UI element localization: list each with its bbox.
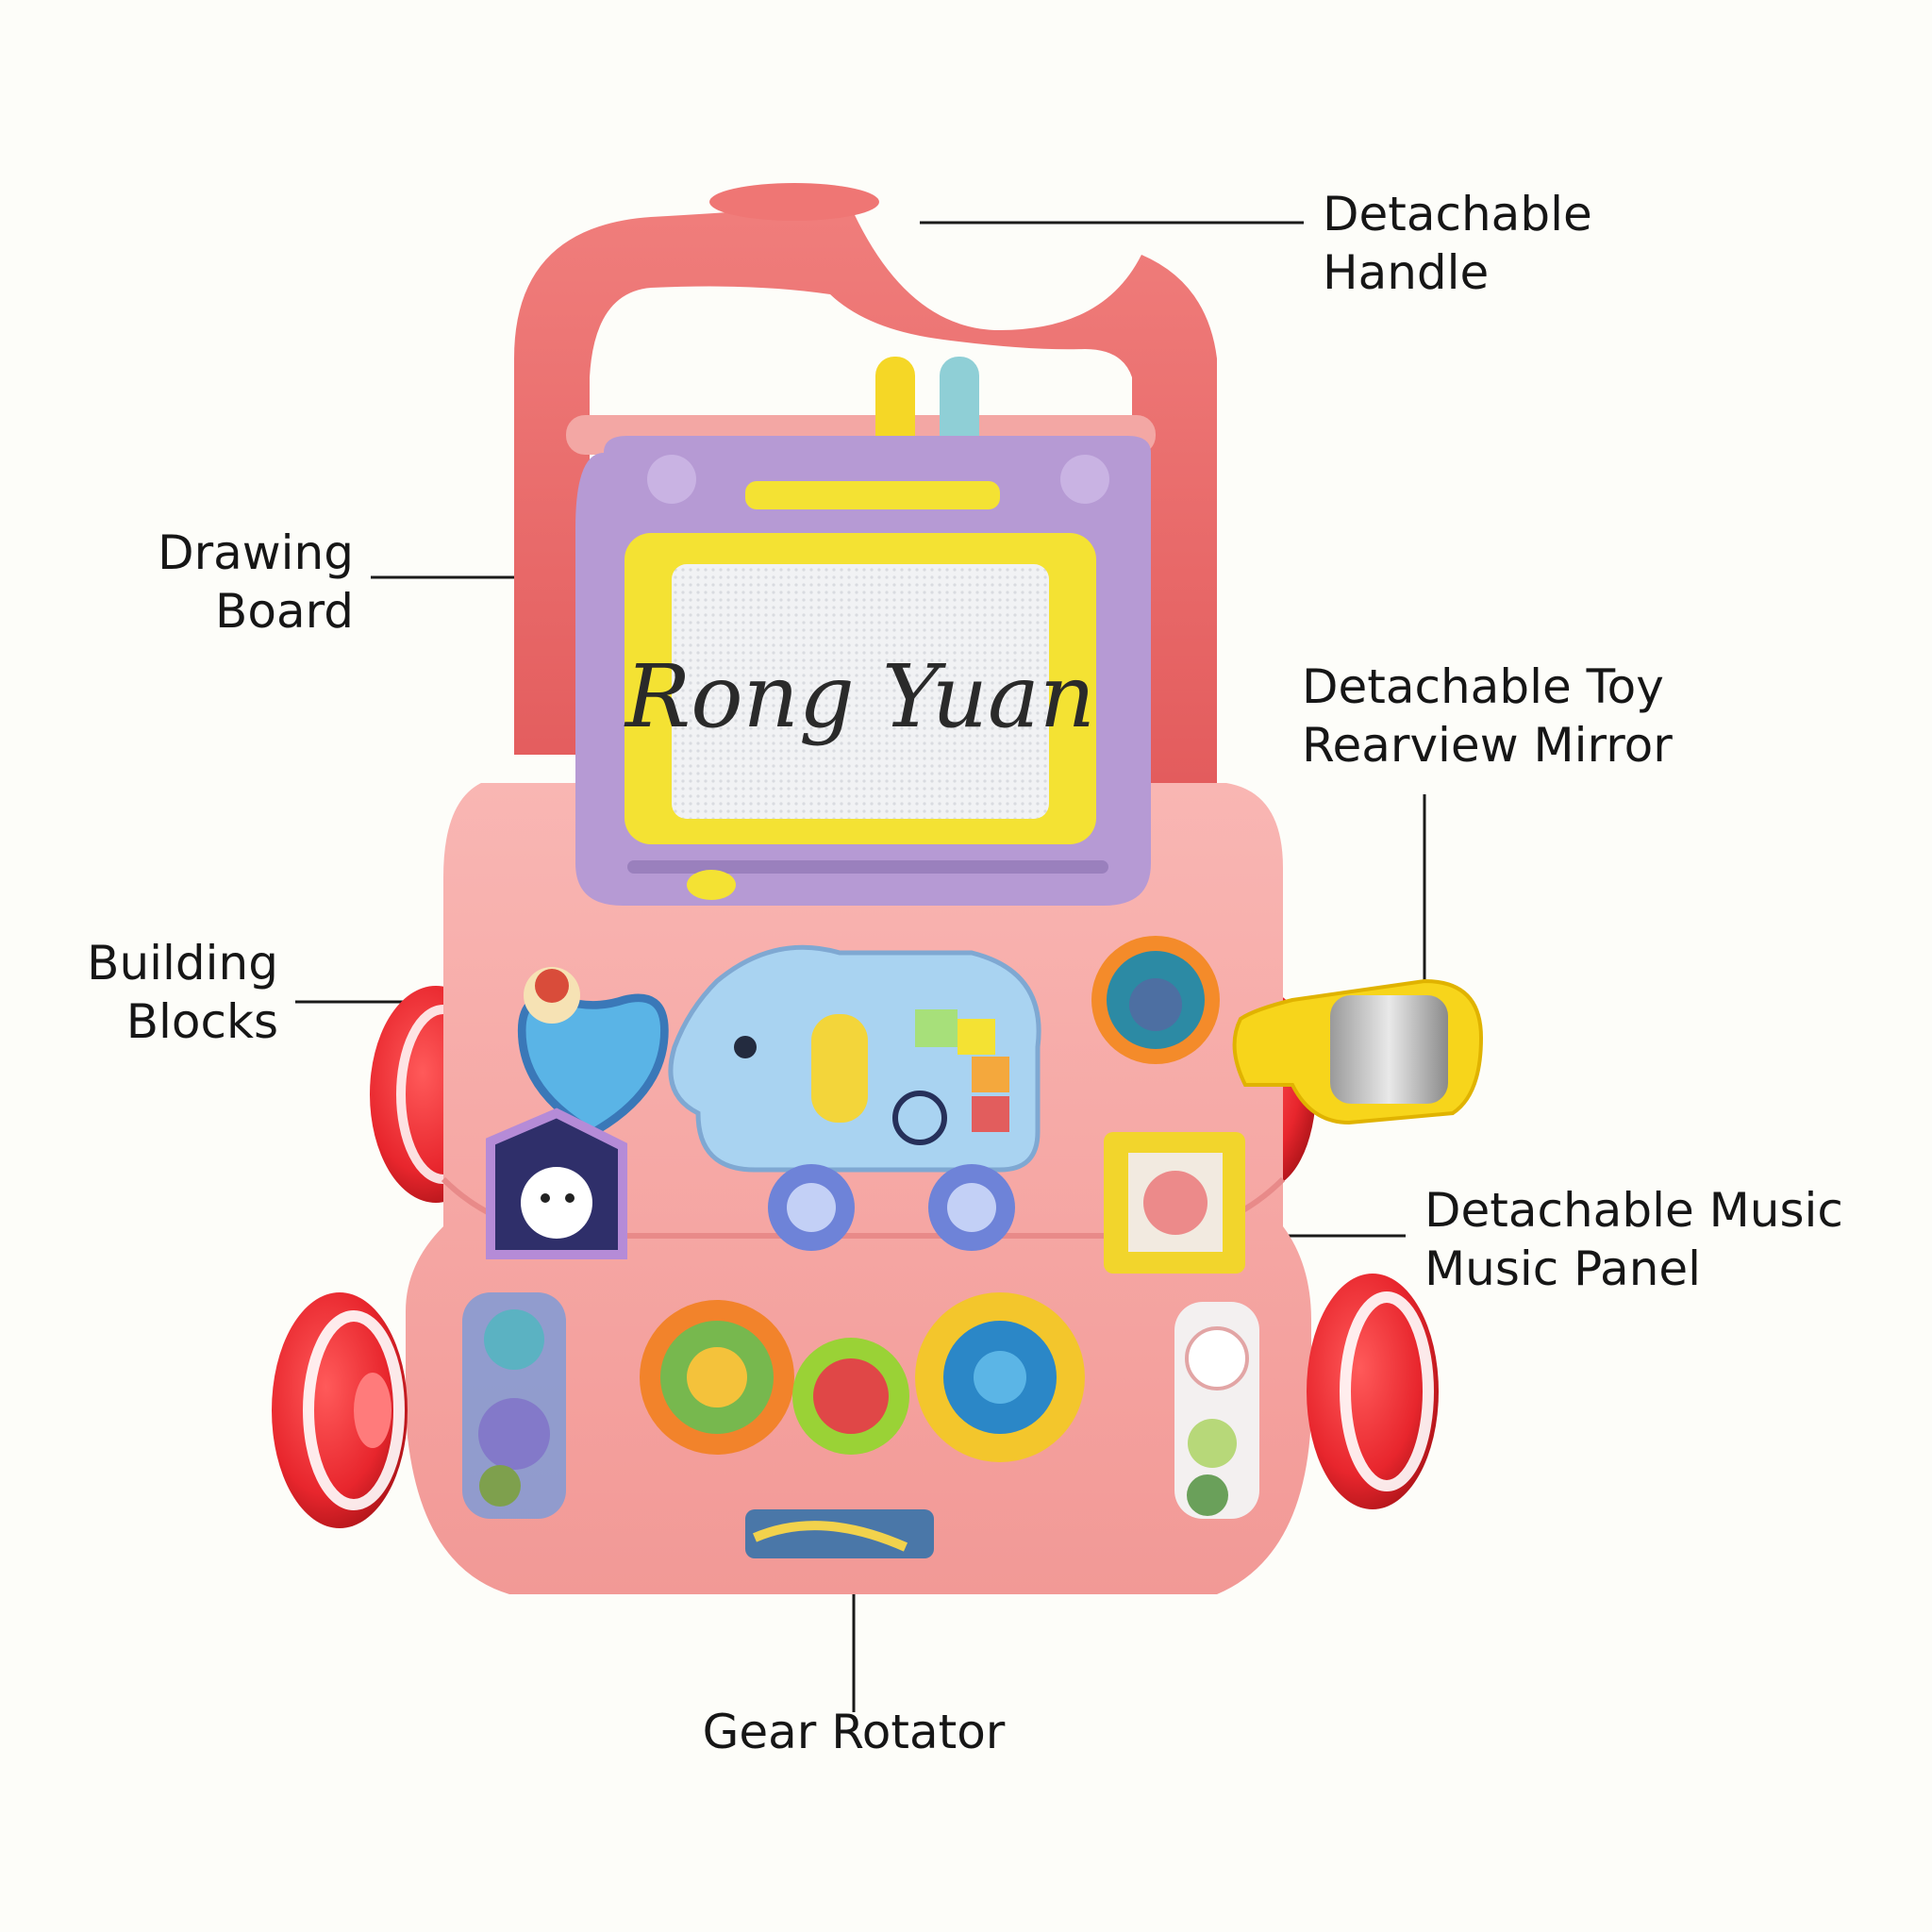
label-building-blocks: Building Blocks [85, 934, 278, 1051]
label-board-line1: Drawing [158, 525, 354, 580]
label-handle-line1: Detachable [1323, 187, 1592, 242]
label-handle-line2: Handle [1323, 245, 1490, 300]
label-mirror-line2: Rearview Mirror [1302, 718, 1673, 773]
label-detachable-music-panel: Detachable Music Music Panel [1424, 1181, 1843, 1298]
animal-decal-left [462, 1292, 566, 1519]
label-gear-line1: Gear Rotator [702, 1705, 1006, 1759]
label-blocks-line1: Building [87, 936, 278, 991]
label-music-line2: Music Panel [1424, 1241, 1702, 1296]
label-detachable-handle: Detachable Handle [1323, 185, 1592, 302]
front-right-wheel-icon [1307, 1274, 1439, 1509]
label-mirror-line1: Detachable Toy [1302, 659, 1664, 714]
elephant-toy-icon [668, 944, 1041, 1251]
label-music-line1: Detachable Music [1424, 1183, 1843, 1238]
animal-decal-right [1174, 1302, 1259, 1519]
bottom-window [745, 1509, 934, 1558]
label-board-line2: Board [215, 584, 354, 639]
label-gear-rotator: Gear Rotator [679, 1703, 1028, 1761]
circle-block-icon [1091, 936, 1220, 1064]
board-handwriting: Rong Yuan [624, 646, 1095, 747]
front-left-wheel-icon [272, 1292, 408, 1528]
pentagon-block-icon [486, 1108, 627, 1259]
label-drawing-board: Drawing Board [146, 524, 354, 641]
heart-block-icon [517, 967, 669, 1138]
label-blocks-line2: Blocks [125, 994, 278, 1049]
mirror-icon [1232, 978, 1484, 1125]
drawing-board-icon: Rong Yuan [575, 436, 1151, 906]
label-detachable-toy-mirror: Detachable Toy Rearview Mirror [1302, 658, 1673, 774]
square-block-icon [1104, 1132, 1245, 1274]
gear-icon [640, 1292, 1085, 1462]
